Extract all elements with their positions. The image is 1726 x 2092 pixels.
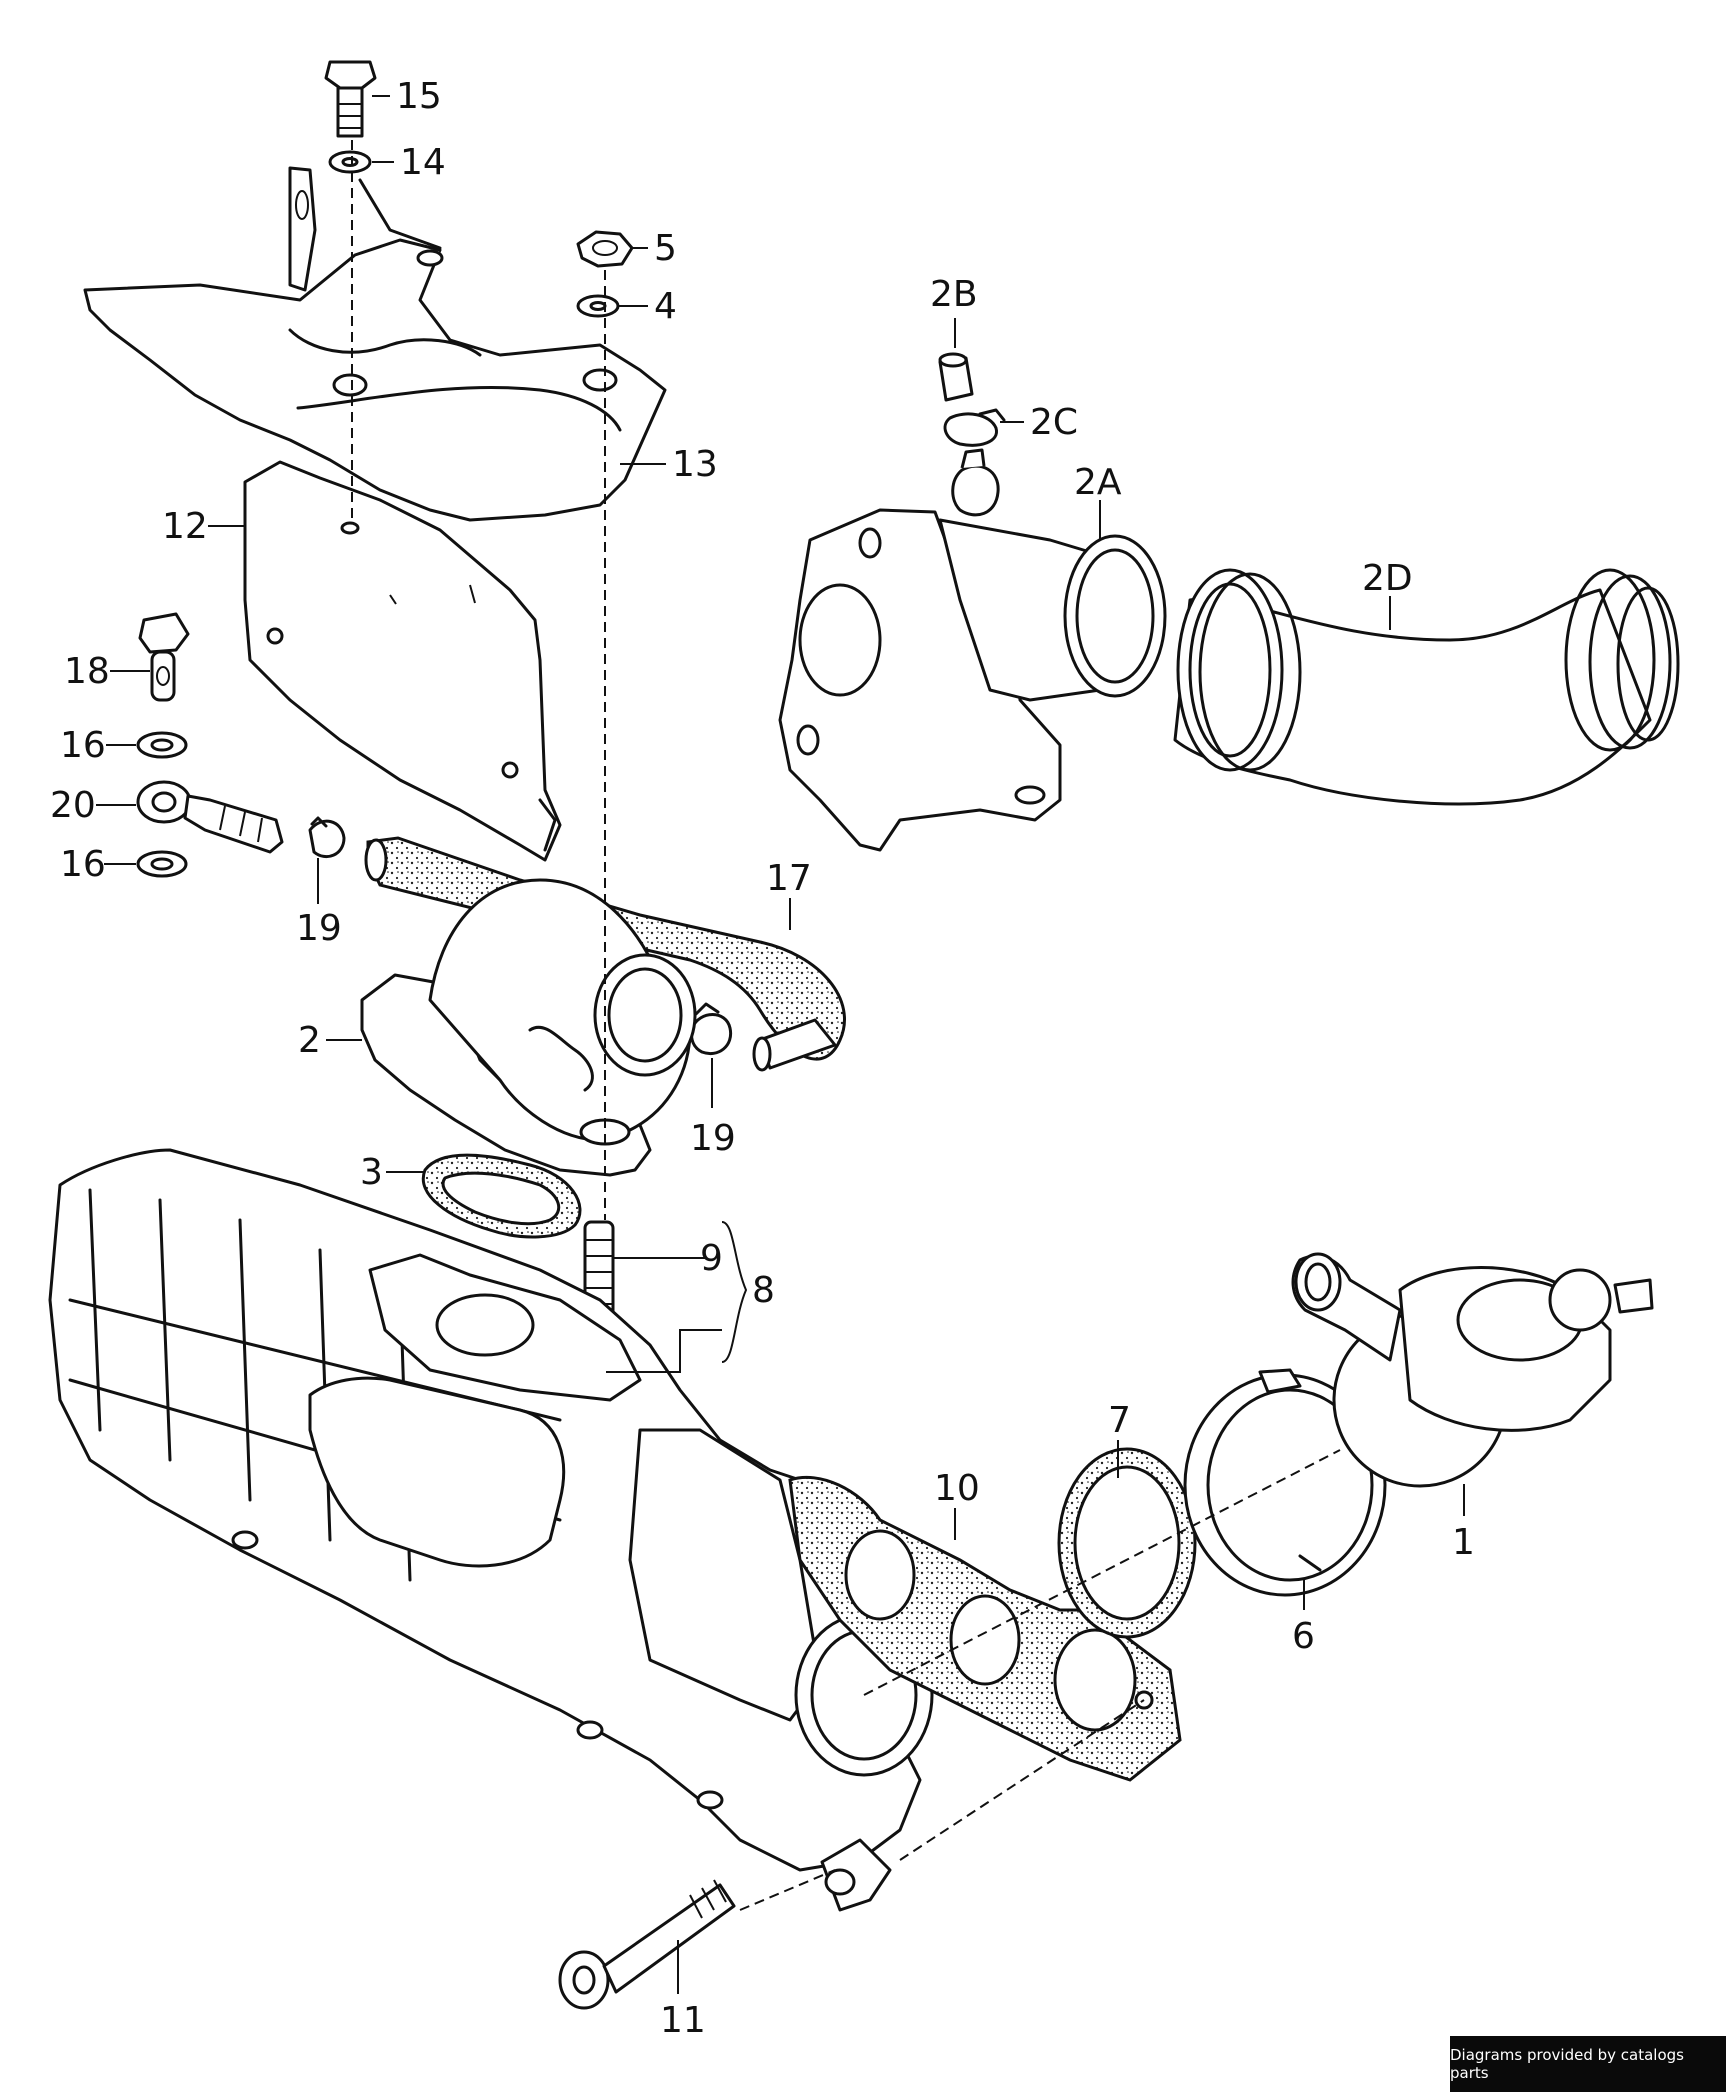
callout-20[interactable]: 20 (50, 785, 96, 826)
intake-manifold-drawing[interactable] (48, 1148, 934, 1912)
elbow-fitting-2A-drawing[interactable] (778, 448, 1167, 852)
callout-15[interactable]: 15 (396, 76, 442, 117)
alignment-lines (351, 140, 1341, 1911)
banjo-bolt-18-drawing[interactable] (138, 612, 190, 702)
credit-footer: Diagrams provided by catalogs parts (1450, 2036, 1726, 2092)
callout-9[interactable]: 9 (700, 1238, 723, 1279)
callout-10[interactable]: 10 (934, 1468, 980, 1509)
clamp-ring-6-drawing[interactable] (1183, 1368, 1387, 1597)
callout-2C[interactable]: 2C (1030, 402, 1078, 443)
callout-labels: 15 14 5 4 2B 2C 2A 2D 13 12 18 16 20 16 … (50, 76, 1475, 2041)
bolt-11-drawing[interactable] (558, 1879, 736, 2010)
credit-text: Diagrams provided by catalogs parts (1450, 2046, 1684, 2082)
callout-3[interactable]: 3 (360, 1152, 383, 1193)
callout-19-bottom[interactable]: 19 (690, 1118, 736, 1159)
gasket-3-drawing[interactable] (421, 1153, 582, 1239)
callout-5[interactable]: 5 (654, 228, 677, 269)
callout-2[interactable]: 2 (298, 1020, 321, 1061)
callout-2A[interactable]: 2A (1074, 462, 1122, 503)
hose-17-drawing[interactable] (364, 836, 846, 1072)
washer-4-drawing[interactable] (576, 294, 620, 318)
callout-19-top[interactable]: 19 (296, 908, 342, 949)
clip-2C-drawing[interactable] (943, 408, 1006, 447)
callout-16-bottom[interactable]: 16 (60, 844, 106, 885)
hose-2D-drawing[interactable] (1173, 568, 1680, 806)
washer-16-bottom-drawing[interactable] (136, 850, 188, 878)
clamp-19-top-drawing[interactable] (308, 816, 346, 858)
callout-11[interactable]: 11 (660, 2000, 706, 2041)
callout-leaders (96, 95, 1465, 1994)
callout-17[interactable]: 17 (766, 858, 812, 899)
bolt-15-drawing[interactable] (324, 60, 377, 138)
callout-13[interactable]: 13 (672, 444, 718, 485)
cap-2B-drawing[interactable] (938, 352, 974, 402)
plate-12-drawing[interactable] (243, 460, 562, 862)
callout-4[interactable]: 4 (654, 286, 677, 327)
washer-16-top-drawing[interactable] (136, 731, 188, 759)
callout-1[interactable]: 1 (1452, 1522, 1475, 1563)
callout-16-top[interactable]: 16 (60, 725, 106, 766)
callout-7[interactable]: 7 (1108, 1400, 1131, 1441)
callout-2B[interactable]: 2B (930, 274, 978, 315)
heat-shield-13-drawing[interactable] (83, 166, 667, 522)
callout-12[interactable]: 12 (162, 506, 208, 547)
flange-elbow-2-drawing[interactable] (360, 878, 697, 1177)
callout-14[interactable]: 14 (400, 142, 446, 183)
valve-1-drawing[interactable] (1291, 1252, 1654, 1488)
callout-18[interactable]: 18 (64, 651, 110, 692)
callout-2D[interactable]: 2D (1362, 558, 1413, 599)
nut-5-drawing[interactable] (576, 230, 634, 268)
gasket-10-drawing[interactable] (788, 1475, 1182, 1782)
banjo-fitting-20-drawing[interactable] (136, 780, 284, 854)
clamp-19-bottom-drawing[interactable] (690, 1002, 733, 1055)
callout-6[interactable]: 6 (1292, 1616, 1315, 1657)
washer-14-drawing[interactable] (328, 150, 372, 174)
callout-8[interactable]: 8 (752, 1270, 775, 1311)
gasket-7-drawing[interactable] (1057, 1447, 1197, 1639)
